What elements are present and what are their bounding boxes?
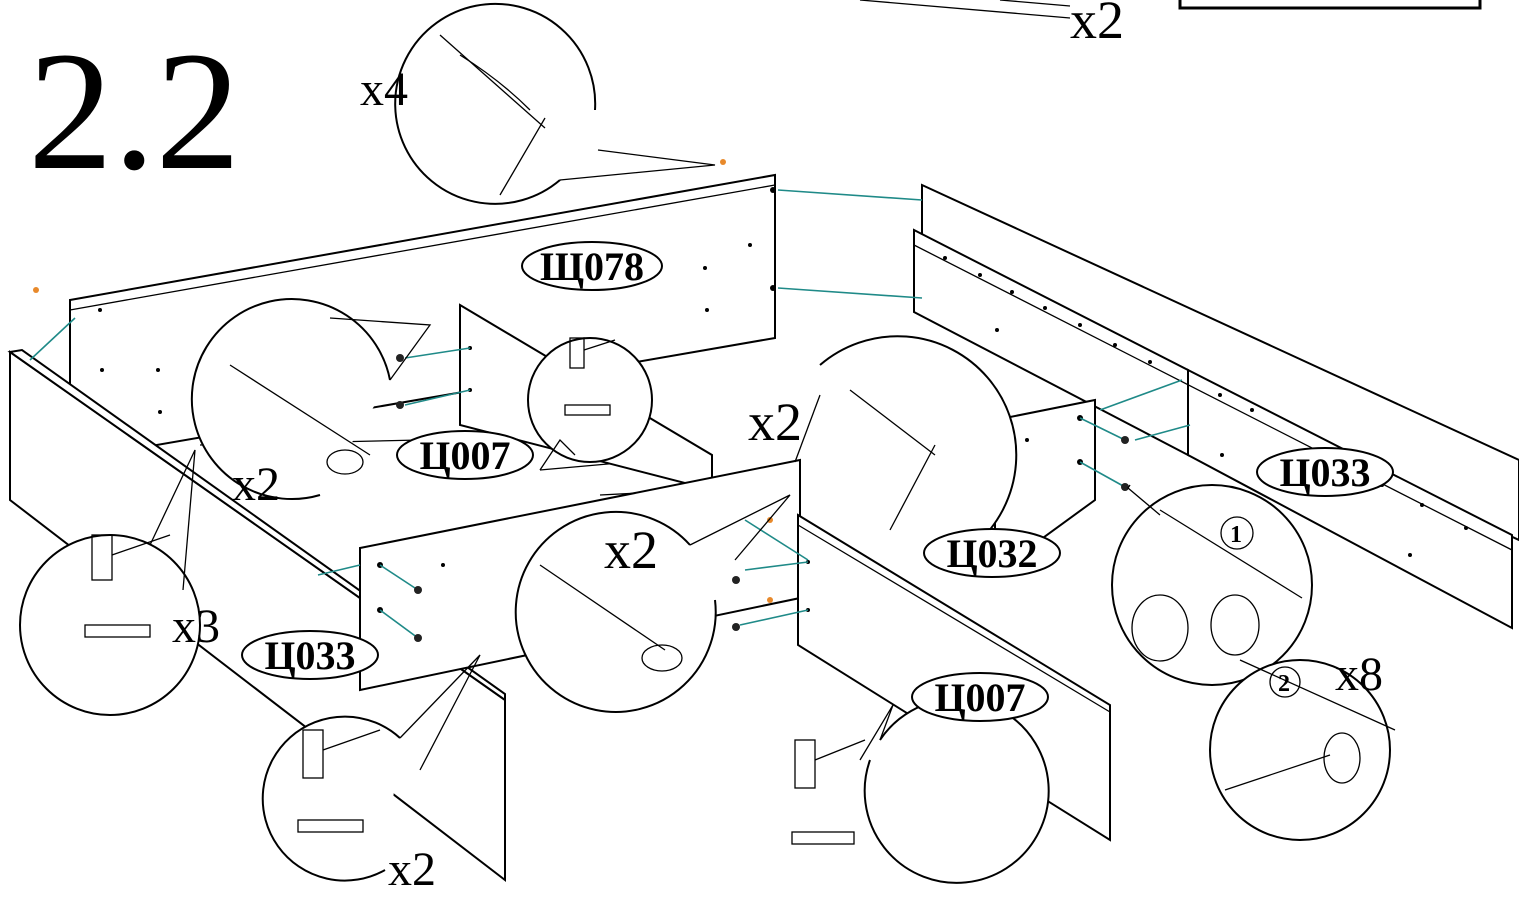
detail-step-one: 1 <box>1230 522 1242 548</box>
qty-hammer-bottom: x2 <box>388 843 436 896</box>
callout-hammer-right <box>791 697 1050 884</box>
screw-icons <box>33 159 1129 642</box>
qty-cam-key-top: x4 <box>360 63 408 116</box>
callout-hammer-left <box>19 449 201 716</box>
callout-cam-key-mid <box>794 335 1018 546</box>
callout-dowel-mid <box>514 494 791 713</box>
top-edge-fragment <box>859 0 1482 19</box>
callout-cam-lock <box>1111 484 1396 841</box>
label-front-rail: Ц032 <box>923 528 1061 578</box>
callout-dowel-left <box>190 298 432 500</box>
qty-top-right: x2 <box>1070 0 1124 50</box>
qty-dowel-mid: x2 <box>604 520 658 580</box>
callout-hammer-bottom <box>261 654 481 882</box>
panel-top <box>69 173 776 462</box>
qty-hammer-left: x3 <box>172 600 220 653</box>
qty-cam-lock: x8 <box>1335 648 1383 701</box>
qty-cam-key-mid: x2 <box>748 392 802 452</box>
svg-text:Ц007: Ц007 <box>934 675 1025 720</box>
detail-step-two: 2 <box>1278 671 1290 697</box>
label-side-right: Ц033 <box>1256 447 1394 497</box>
rail-holes <box>943 256 1468 557</box>
callout-hammer-top <box>527 337 653 471</box>
svg-text:Ц033: Ц033 <box>264 633 355 678</box>
step-number: 2.2 <box>28 17 241 205</box>
assembly-guides <box>29 189 1191 639</box>
rail-back-right <box>913 183 1519 630</box>
label-divider-right: Ц007 <box>911 672 1049 722</box>
svg-text:Ц033: Ц033 <box>1279 450 1370 495</box>
svg-text:Ц032: Ц032 <box>946 531 1037 576</box>
label-panel-top: Щ078 <box>521 241 663 291</box>
label-side-left: Ц033 <box>241 630 379 680</box>
label-divider-left: Ц007 <box>396 430 534 480</box>
svg-text:Щ078: Щ078 <box>540 244 644 289</box>
qty-dowel-left: x2 <box>232 458 280 511</box>
callout-cam-key-top <box>394 2 716 205</box>
svg-text:Ц007: Ц007 <box>419 433 510 478</box>
